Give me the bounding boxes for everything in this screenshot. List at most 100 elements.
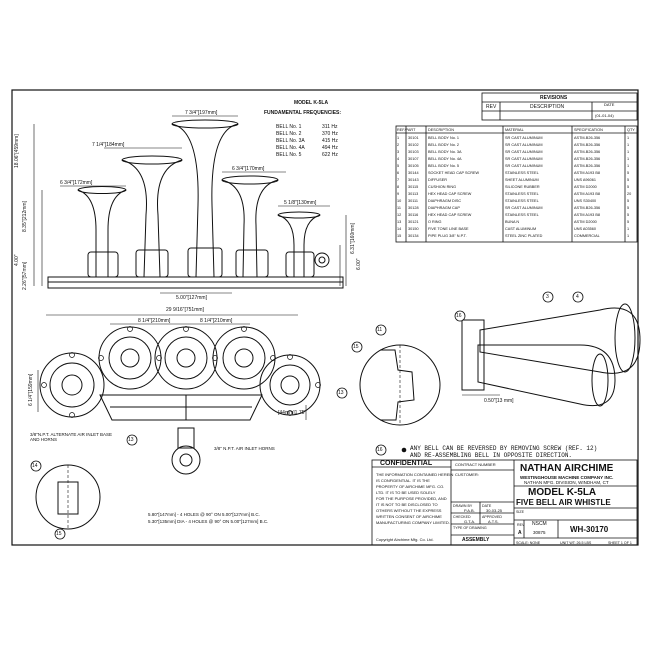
bom-cell: 20: [627, 192, 632, 196]
bom-cell: ASTM A193 B8: [574, 192, 600, 196]
plan-view: [37, 314, 321, 475]
freq-bell: BELL No. 1: [276, 124, 302, 130]
dim-label: 8 1/4"[210mm]: [200, 318, 233, 324]
freq-heading: FUNDAMENTAL FREQUENCIES:: [264, 110, 342, 116]
bom-cell: ASTM D2000: [574, 220, 597, 224]
bom-cell: ASTM-B26-356: [574, 157, 601, 161]
dim-label: 6 3/4"[170mm]: [232, 166, 265, 172]
confidential-line: THE INFORMATION CONTAINED HEREIN: [376, 472, 454, 477]
bom-cell: 30113: [408, 192, 419, 196]
bom-header: QTY: [627, 128, 635, 132]
bom-cell: 5: [627, 178, 630, 182]
bom-cell: 1: [627, 164, 630, 168]
dim-label-vertical: 4.00": [14, 254, 20, 266]
bom-cell: 30134: [408, 234, 419, 238]
note-mount: 5.80"[147mm] - 4 HOLES @ 90° ON 5.00"[12…: [148, 512, 260, 517]
bom-header: SPECIFICATION: [574, 128, 603, 132]
side-view: [359, 303, 641, 426]
dim-label: [44mm]1.75": [278, 410, 307, 416]
bom-cell: ASTM-B26-356: [574, 150, 601, 154]
date-value: 30-03-25: [486, 508, 503, 513]
company-logo: NATHAN AIRCHIME: [520, 463, 614, 474]
freq-bell: BELL No. 2: [276, 131, 302, 137]
dim-label-vertical: 18.06"[459mm]: [14, 134, 20, 168]
date-label: DATE: [482, 504, 492, 508]
bom-cell: 12: [397, 213, 402, 217]
cage-value: 30875: [533, 530, 546, 535]
rev-label: REV: [517, 523, 525, 527]
bom-cell: ASTM D2000: [574, 185, 597, 189]
confidential-line: OTHERS WITHOUT THE EXPRESS: [376, 508, 442, 513]
bom-cell: 30101: [408, 136, 419, 140]
bom-cell: 30105: [408, 164, 419, 168]
bom-cell: 5: [627, 206, 630, 210]
checked-label: CHECKED: [453, 515, 471, 519]
dim-label-vertical: 6 1/4"[159mm]: [28, 373, 34, 406]
bom-cell: HEX HEAD CAP SCREW: [428, 213, 472, 217]
drawn-by: P.A.B.: [464, 508, 475, 513]
bom-cell: ASTM-B26-356: [574, 206, 601, 210]
size-value: NSCM: [532, 521, 547, 527]
bom-cell: 4: [397, 157, 400, 161]
bom-cell: CUSHION RING: [428, 185, 457, 189]
dim-label: 5.00"[127mm]: [176, 295, 207, 301]
bom-cell: BUNA N: [505, 220, 520, 224]
bom-cell: 1: [627, 157, 630, 161]
sheet-number: SHEET 1 OF 1: [608, 541, 632, 545]
bom-cell: STAINLESS STEEL: [505, 213, 539, 217]
bom-cell: 6: [397, 171, 400, 175]
section-detail: [35, 464, 101, 530]
dim-label-vertical: 6.31"[160mm]: [350, 223, 356, 254]
bom-cell: 30102: [408, 143, 419, 147]
scale: SCALE: NONE: [516, 541, 541, 545]
revisions-date-value: (01-01-04): [595, 113, 614, 118]
bom-cell: SHEET ALUMINUM: [505, 178, 539, 182]
dim-label: 8 1/4"[210mm]: [138, 318, 171, 324]
bom-cell: 30115: [408, 185, 419, 189]
balloon-label: 4: [576, 294, 579, 300]
confidential-line: PROPERTY OF AIRCHIME MFG. CO.: [376, 484, 445, 489]
bom-cell: 30103: [408, 150, 419, 154]
type-value: ASSEMBLY: [462, 537, 490, 543]
bell-1: [121, 159, 183, 278]
bom-cell: 5: [627, 213, 630, 217]
balloon-label: 13: [128, 437, 134, 443]
dim-label: 5 1/8"[130mm]: [284, 200, 317, 206]
bom-cell: DIFFUSER: [428, 178, 447, 182]
balloon-label: 3: [546, 294, 549, 300]
bom-cell: 5: [627, 220, 630, 224]
bom-cell: ASTM-B26-356: [574, 143, 601, 147]
bom-cell: 8: [397, 185, 400, 189]
freq-value: 311 Hz: [322, 124, 338, 130]
bom-cell: 10: [397, 199, 402, 203]
revisions-col-desc: DESCRIPTION: [530, 104, 565, 110]
dim-label: 7 1/4"[184mm]: [92, 142, 125, 148]
bom-cell: 11: [397, 206, 401, 210]
bom-cell: 7: [397, 178, 400, 182]
bom-cell: 5: [627, 171, 630, 175]
bom-cell: 30111: [408, 199, 418, 203]
bom-cell: 3: [397, 150, 400, 154]
bom-cell: 5: [627, 185, 630, 189]
bom-cell: O RING: [428, 220, 442, 224]
dim-label: 0.50"[13 mm]: [484, 398, 514, 404]
bom-cell: 1: [627, 234, 630, 238]
company-line-1: WESTINGHOUSE MACHINE COMPANY INC.: [520, 475, 614, 480]
bom-cell: 30116: [408, 213, 419, 217]
unit-weight: UNIT WT: 26.5 LBS: [560, 541, 592, 545]
bom-cell: SR CAST ALUMINUM: [505, 164, 543, 168]
confidential-line: MANUFACTURING COMPANY LIMITED.: [376, 520, 450, 525]
bell-4a: [221, 179, 279, 278]
bell-note-line-1: ANY BELL CAN BE REVERSED BY REMOVING SCR…: [410, 445, 598, 452]
bom-cell: SILICONE RUBBER: [505, 185, 540, 189]
bom-cell: SR CAST ALUMINUM: [505, 157, 543, 161]
balloon-label: 15: [353, 344, 359, 350]
drawing-number: WH-30170: [570, 525, 609, 534]
freq-bell: BELL No. 4A: [276, 145, 305, 151]
model-heading: MODEL K-5LA: [294, 100, 329, 106]
revisions-col-date: DATE: [604, 102, 615, 107]
customer-label: CUSTOMER:: [455, 472, 479, 477]
model-title: MODEL K-5LA: [528, 487, 597, 498]
bom-cell: 30128: [408, 206, 419, 210]
bom-cell: STAINLESS STEEL: [505, 171, 539, 175]
